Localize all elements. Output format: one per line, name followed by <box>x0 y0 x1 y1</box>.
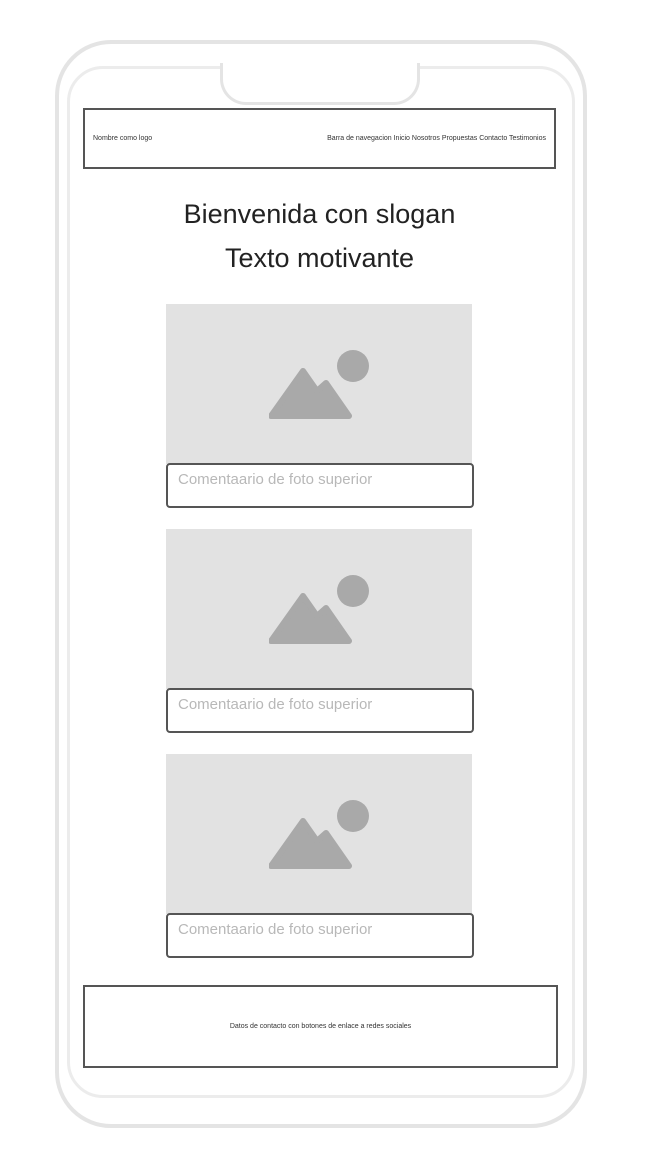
hero-title: Bienvenida con slogan <box>183 199 456 229</box>
image-placeholder-icon <box>269 575 369 644</box>
navigation-bar[interactable]: Barra de navegacion Inicio Nosotros Prop… <box>327 135 546 142</box>
header-bar: Nombre como logo Barra de navegacion Ini… <box>83 108 556 169</box>
photo-placeholder <box>166 529 472 689</box>
photo-card: Comentaario de foto superior <box>166 529 474 733</box>
photo-card: Comentaario de foto superior <box>166 754 474 958</box>
image-placeholder-icon <box>269 350 369 419</box>
photo-placeholder <box>166 754 472 914</box>
photo-caption[interactable]: Comentaario de foto superior <box>166 688 474 733</box>
image-placeholder-icon <box>269 800 369 869</box>
photo-caption[interactable]: Comentaario de foto superior <box>166 913 474 958</box>
phone-notch <box>220 63 420 105</box>
footer-bar: Datos de contacto con botones de enlace … <box>83 985 558 1068</box>
footer-contact-text[interactable]: Datos de contacto con botones de enlace … <box>229 1023 412 1030</box>
photo-caption[interactable]: Comentaario de foto superior <box>166 463 474 508</box>
hero-section: Bienvenida con slogan Texto motivante <box>83 192 556 280</box>
photo-card: Comentaario de foto superior <box>166 304 474 508</box>
logo-text[interactable]: Nombre como logo <box>93 135 153 142</box>
hero-subtitle: Texto motivante <box>224 243 415 273</box>
photo-placeholder <box>166 304 472 464</box>
